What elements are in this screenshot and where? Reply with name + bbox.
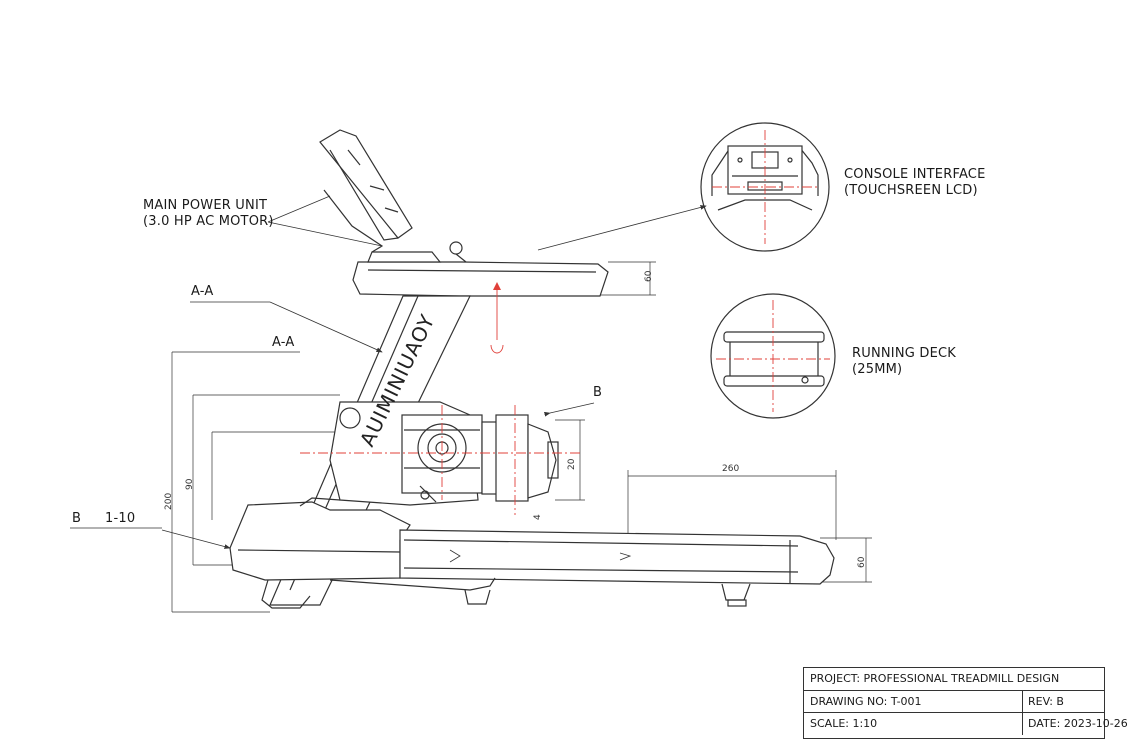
- dim-4: 4: [533, 514, 543, 520]
- base-deck: [229, 497, 835, 609]
- leader-lines: [70, 195, 707, 549]
- drawing-no-field: DRAWING NO: T-001: [810, 695, 922, 708]
- dim-90: 90: [185, 478, 195, 490]
- dim-260: 260: [722, 464, 739, 474]
- red-arrow-head: [493, 282, 501, 290]
- deck-sub: (25MM): [852, 362, 903, 377]
- drawing-sheet: AUIMINIUAOY 60 20 260 60 200 90 4 MAIN P…: [70, 122, 1128, 739]
- treadmill-drawing: AUIMINIUAOY 60 20 260 60 200 90 4: [70, 122, 872, 613]
- detail-b-left: B: [72, 511, 82, 526]
- dimension-60-bottom: [820, 537, 872, 583]
- dim-200: 200: [164, 493, 174, 510]
- dimension-60-top: [600, 261, 656, 296]
- title-block: PROJECT: PROFESSIONAL TREADMILL DESIGN D…: [803, 667, 1128, 739]
- dim-60-top: 60: [644, 270, 654, 282]
- main-power-sub: (3.0 HP AC MOTOR): [143, 214, 274, 229]
- deck-label: RUNNING DECK (25MM): [852, 346, 956, 378]
- scale-left: 1-10: [105, 511, 136, 526]
- handrail: [352, 241, 609, 297]
- main-power-title: MAIN POWER UNIT: [143, 198, 268, 213]
- console-display: [319, 129, 413, 253]
- title-block-row-3: SCALE: 1:10 DATE: 2023-10-26: [804, 712, 1128, 735]
- detail-b-right: B: [593, 385, 603, 400]
- main-power-label: MAIN POWER UNIT (3.0 HP AC MOTOR): [143, 198, 274, 230]
- project-field: PROJECT: PROFESSIONAL TREADMILL DESIGN: [810, 672, 1060, 685]
- left-dimensions: [171, 351, 340, 613]
- dim-60-bottom: 60: [857, 556, 867, 568]
- console-title: CONSOLE INTERFACE: [844, 167, 986, 182]
- dimension-20: [555, 419, 585, 501]
- dim-20: 20: [567, 458, 577, 470]
- date-field: DATE: 2023-10-26: [1028, 717, 1128, 730]
- console-sub: (TOUCHSREEN LCD): [844, 183, 978, 198]
- title-block-row-2: DRAWING NO: T-001 REV: B: [804, 690, 1104, 713]
- rev-field: REV: B: [1028, 695, 1064, 708]
- dimension-260: [627, 470, 837, 540]
- center-lines: [300, 130, 830, 515]
- console-label: CONSOLE INTERFACE (TOUCHSREEN LCD): [844, 167, 986, 199]
- section-aa-label-1: A-A: [191, 284, 214, 299]
- deck-title: RUNNING DECK: [852, 346, 956, 361]
- scale-field: SCALE: 1:10: [810, 717, 878, 730]
- section-aa-label-2: A-A: [272, 335, 295, 350]
- motor-housing: [329, 401, 559, 506]
